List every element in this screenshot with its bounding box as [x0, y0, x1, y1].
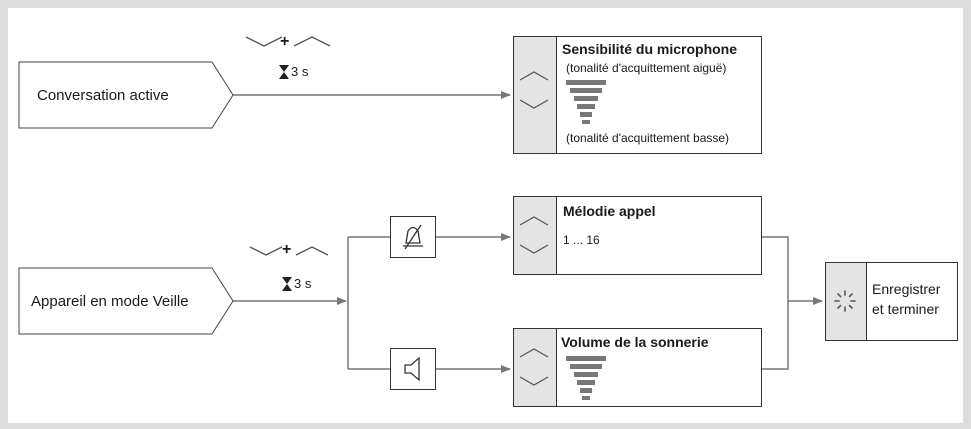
action-strip — [826, 263, 867, 340]
trigger-shape-top — [18, 61, 234, 129]
hourglass-icon — [279, 65, 289, 79]
microphone-title: Sensibilité du microphone — [562, 41, 738, 57]
melody-title: Mélodie appel — [563, 203, 656, 219]
adjust-strip — [514, 197, 557, 274]
chevron-up-icon — [519, 216, 549, 226]
volume-bars-icon — [566, 80, 606, 124]
high-tone-note: (tonalité d'acquittement aiguë) — [566, 61, 727, 75]
speaker-box — [390, 348, 436, 390]
adjust-strip — [514, 37, 557, 153]
plus-sign: + — [282, 241, 292, 258]
hourglass-icon — [282, 277, 292, 291]
trigger-shape-bottom — [18, 267, 234, 335]
merge-line — [762, 236, 789, 370]
finish-label-line2: et terminer — [872, 301, 939, 317]
hold-time-bottom: 3 s — [294, 276, 312, 291]
melody-box — [513, 196, 762, 275]
adjust-strip — [514, 329, 557, 406]
chevron-up-icon — [519, 71, 549, 81]
hold-time-top: 3 s — [291, 64, 309, 79]
speaker-icon — [404, 356, 420, 382]
plus-sign: + — [280, 33, 290, 50]
trigger-label-top: Conversation active — [37, 87, 169, 104]
chevron-up-icon — [293, 36, 331, 47]
melody-range: 1 ... 16 — [563, 233, 600, 247]
finish-label-line1: Enregistrer — [872, 281, 941, 297]
microphone-sensitivity-box — [513, 36, 762, 154]
busy-spinner-icon — [834, 290, 856, 312]
chevron-down-icon — [245, 36, 283, 47]
chevron-up-icon — [519, 348, 549, 358]
low-tone-note: (tonalité d'acquittement basse) — [566, 131, 730, 145]
save-finish-box — [825, 262, 958, 341]
chevron-down-icon — [519, 376, 549, 386]
volume-bars-icon — [566, 356, 606, 400]
trigger-label-bottom: Appareil en mode Veille — [31, 293, 189, 310]
chevron-up-icon — [295, 246, 329, 256]
bell-muted-icon — [403, 224, 423, 250]
chevron-down-icon — [519, 244, 549, 254]
chevron-down-icon — [519, 99, 549, 109]
volume-title: Volume de la sonnerie — [561, 334, 709, 350]
ringtone-volume-box — [513, 328, 762, 407]
chevron-down-icon — [249, 246, 283, 256]
